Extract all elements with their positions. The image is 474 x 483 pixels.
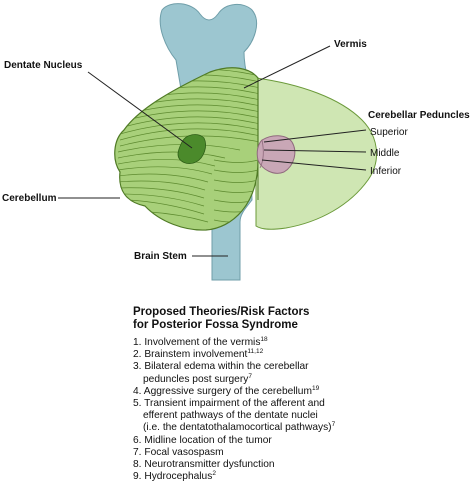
peduncle-divider <box>259 139 264 169</box>
theory-number: 2. <box>133 349 142 361</box>
label-dentate-nucleus: Dentate Nucleus <box>4 60 83 71</box>
cerebellum-diagram: Dentate Nucleus Vermis Cerebellar Pedunc… <box>2 3 470 281</box>
theory-number: 8. <box>133 459 142 471</box>
theory-item: 2. Brainstem involvement11,12 <box>133 348 463 361</box>
theory-item: 6. Midline location of the tumor <box>133 435 463 447</box>
dentate-nucleus <box>177 134 206 164</box>
theory-text: Midline location of the tumor <box>144 434 272 446</box>
theory-text: Bilateral edema within the cerebellar <box>144 361 309 373</box>
theory-text: Focal vasospasm <box>144 446 224 458</box>
label-superior: Superior <box>370 127 408 138</box>
theory-text-continued: efferent pathways of the dentate nuclei <box>133 410 463 422</box>
theory-item: 3. Bilateral edema within the cerebellar… <box>133 361 463 385</box>
label-middle: Middle <box>370 148 400 159</box>
theory-text-line: (i.e. the dentatothalamocortical pathway… <box>143 422 332 434</box>
theory-number: 5. <box>133 398 142 410</box>
theory-text: Neurotransmitter dysfunction <box>144 459 275 471</box>
theory-text: Aggressive surgery of the cerebellum <box>143 385 312 397</box>
theory-text-line: efferent pathways of the dentate nuclei <box>143 410 318 422</box>
label-cerebellar-peduncles: Cerebellar Peduncles <box>368 110 470 121</box>
theory-item: 8. Neurotransmitter dysfunction <box>133 459 463 471</box>
theory-text-continued: peduncles post surgery7 <box>133 372 463 386</box>
theory-text-continued: (i.e. the dentatothalamocortical pathway… <box>133 422 463 434</box>
theory-reference: 11,12 <box>247 348 264 356</box>
theory-item: 4. Aggressive surgery of the cerebellum1… <box>133 384 463 398</box>
theory-text: Transient impairment of the afferent and <box>144 398 325 410</box>
theories-title-line2: for Posterior Fossa Syndrome <box>133 319 298 331</box>
theories-panel: Proposed Theories/Risk Factors for Poste… <box>133 306 463 483</box>
label-cerebellum: Cerebellum <box>2 193 57 204</box>
theory-number: 3. <box>133 361 142 373</box>
right-hemisphere-translucent <box>255 77 378 230</box>
label-inferior: Inferior <box>370 166 402 177</box>
theory-text-line: peduncles post surgery <box>143 373 249 385</box>
label-brain-stem: Brain Stem <box>134 251 187 262</box>
theory-text: Brainstem involvement <box>144 349 248 361</box>
theory-number: 1. <box>133 337 142 348</box>
label-vermis: Vermis <box>334 39 367 50</box>
theory-number: 9. <box>133 471 142 483</box>
theories-title: Proposed Theories/Risk Factors for Poste… <box>133 306 463 332</box>
theory-reference: 7 <box>331 421 336 429</box>
pointer-lines <box>58 45 367 257</box>
theory-text: Hydrocephalus <box>144 471 213 483</box>
diagram-svg: Dentate Nucleus Vermis Cerebellar Pedunc… <box>2 3 470 281</box>
theories-title-line1: Proposed Theories/Risk Factors <box>133 306 310 318</box>
theory-reference: 2 <box>212 470 216 478</box>
theory-item: 9. Hydrocephalus2 <box>133 470 463 483</box>
theory-text: Involvement of the vermis <box>144 337 261 348</box>
theory-reference: 18 <box>260 336 268 343</box>
theory-number: 6. <box>133 434 142 446</box>
theory-item: 7. Focal vasospasm <box>133 447 463 459</box>
theory-number: 7. <box>133 446 142 458</box>
theory-reference: 7 <box>248 372 252 380</box>
theory-number: 4. <box>133 385 142 397</box>
cerebellar-peduncles <box>256 135 296 174</box>
theory-item: 5. Transient impairment of the afferent … <box>133 398 463 435</box>
theory-item: 1. Involvement of the vermis18 <box>133 336 463 349</box>
theory-reference: 19 <box>311 384 320 392</box>
